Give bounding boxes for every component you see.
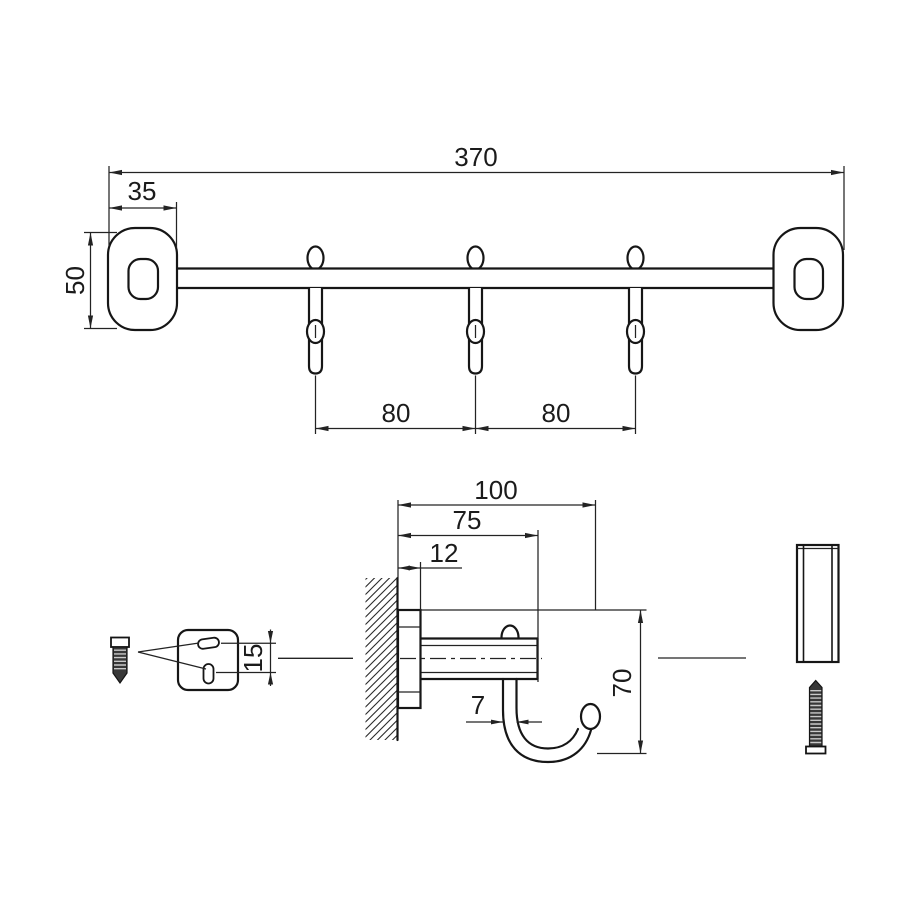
- dim-80-left-label: 80: [382, 398, 411, 428]
- dim-end-plate-height: 50: [60, 231, 117, 330]
- leader-line-2: [137, 651, 207, 670]
- hardware-left: 15: [110, 628, 353, 692]
- dim-75-label: 75: [453, 505, 482, 535]
- dim-wire-diameter: 7: [466, 690, 542, 725]
- dim-7-label: 7: [471, 690, 485, 720]
- leader-line-1: [137, 642, 200, 653]
- end-plate-left: [106, 226, 179, 332]
- plate-slot-vertical: [202, 663, 215, 685]
- hook1: [305, 288, 326, 375]
- hook3-knob: [626, 245, 645, 271]
- hook2-knob: [466, 245, 485, 271]
- front-view: 370 35 50 80: [60, 142, 845, 434]
- dim-70-label: 70: [607, 669, 637, 698]
- dim-12-label: 12: [430, 538, 459, 568]
- side-view: 100 75 12 7: [365, 475, 647, 764]
- screw-right-head: [805, 745, 827, 755]
- dim-35-label: 35: [128, 176, 157, 206]
- dim-overall-length: 370: [108, 142, 845, 250]
- rail-bar: [156, 267, 797, 290]
- plate-slot-horizontal: [197, 636, 220, 650]
- dim-projection: 75: [398, 505, 539, 682]
- end-plate-right-hole: [793, 257, 825, 301]
- hook-knobs: [306, 245, 645, 271]
- dim-15-label: 15: [238, 644, 268, 673]
- screw-right: [805, 679, 827, 755]
- dim-80-right-label: 80: [542, 398, 571, 428]
- anchor-sleeve: [795, 543, 840, 664]
- dim-370-label: 370: [454, 142, 497, 172]
- end-plate-left-hole: [127, 257, 160, 301]
- dim-100-label: 100: [474, 475, 517, 505]
- dim-end-plate-width: 35: [109, 176, 178, 248]
- hook2: [465, 288, 486, 375]
- side-hook-ball: [579, 702, 602, 731]
- dim-overall-depth: 100: [397, 475, 597, 610]
- dim-slot-spacing: 15: [216, 629, 276, 686]
- dim-hook-pitch: 80 80: [314, 375, 637, 434]
- end-plate-right: [772, 226, 845, 332]
- dim-50-label: 50: [60, 266, 90, 295]
- hardware-right: [658, 543, 840, 755]
- hooks-front: [305, 288, 646, 375]
- side-hook: [501, 677, 602, 764]
- wall-plate-detail: [137, 628, 240, 692]
- dim-hook-drop: 70: [420, 609, 647, 755]
- screw-left: [110, 636, 130, 685]
- hook3: [625, 288, 646, 375]
- hook1-knob: [306, 245, 325, 271]
- dim-base-depth: 12: [398, 538, 462, 610]
- screw-left-head: [110, 636, 130, 648]
- wall-hatch: [365, 578, 398, 740]
